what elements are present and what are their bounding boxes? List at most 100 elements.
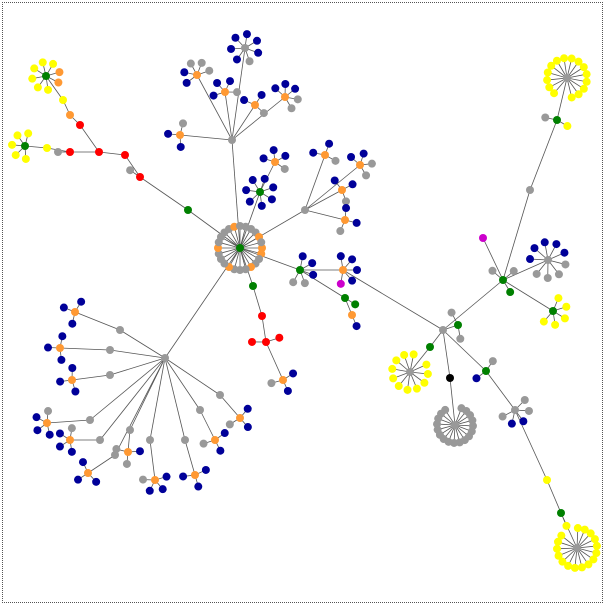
yellow-node[interactable] <box>550 89 559 98</box>
yellow-node[interactable] <box>412 384 421 393</box>
gray-node[interactable] <box>287 104 296 113</box>
blue-node[interactable] <box>352 322 361 331</box>
blue-node[interactable] <box>44 343 53 352</box>
gray-node[interactable] <box>181 436 189 444</box>
blue-node[interactable] <box>74 475 83 484</box>
yellow-node[interactable] <box>420 378 429 387</box>
blue-node[interactable] <box>308 259 317 268</box>
blue-node[interactable] <box>68 364 77 373</box>
yellow-node[interactable] <box>551 320 560 329</box>
gray-node[interactable] <box>362 171 371 180</box>
yellow-node[interactable] <box>43 144 51 152</box>
gray-node[interactable] <box>67 424 76 433</box>
yellow-node[interactable] <box>562 302 571 311</box>
orange-node[interactable] <box>84 469 92 477</box>
gray-node[interactable] <box>199 439 208 448</box>
yellow-node[interactable] <box>564 561 573 570</box>
red-node[interactable] <box>66 148 74 156</box>
blue-node[interactable] <box>348 276 357 285</box>
yellow-node[interactable] <box>582 70 591 79</box>
gray-node[interactable] <box>96 436 104 444</box>
green-node[interactable] <box>341 294 349 302</box>
green-node[interactable] <box>557 509 565 517</box>
gray-node[interactable] <box>498 412 507 421</box>
gray-node[interactable] <box>245 57 254 66</box>
green-node[interactable] <box>351 300 360 309</box>
yellow-node[interactable] <box>13 131 22 140</box>
gray-node[interactable] <box>257 238 266 247</box>
yellow-node[interactable] <box>423 369 432 378</box>
red-node[interactable] <box>76 121 84 129</box>
blue-node[interactable] <box>33 426 42 435</box>
blue-node[interactable] <box>67 447 76 456</box>
yellow-node[interactable] <box>552 56 561 65</box>
yellow-node[interactable] <box>553 537 562 546</box>
blue-node[interactable] <box>342 204 351 213</box>
blue-node[interactable] <box>226 77 235 86</box>
black-node[interactable] <box>446 374 454 382</box>
blue-node[interactable] <box>242 30 251 39</box>
yellow-node[interactable] <box>586 529 595 538</box>
green-node[interactable] <box>184 206 192 214</box>
orange-node[interactable] <box>191 471 199 479</box>
blue-node[interactable] <box>348 255 357 264</box>
yellow-node[interactable] <box>543 476 551 484</box>
gray-node[interactable] <box>447 308 456 317</box>
blue-node[interactable] <box>232 55 241 64</box>
blue-node[interactable] <box>269 183 278 192</box>
blue-node[interactable] <box>353 266 361 274</box>
gray-node[interactable] <box>488 266 497 275</box>
yellow-node[interactable] <box>592 541 601 550</box>
blue-node[interactable] <box>77 297 86 306</box>
orange-node[interactable] <box>56 344 64 352</box>
blue-node[interactable] <box>325 139 334 148</box>
blue-node[interactable] <box>240 96 249 105</box>
magenta-node[interactable] <box>479 234 487 242</box>
gray-node[interactable] <box>456 334 465 343</box>
green-node[interactable] <box>499 276 507 284</box>
gray-node[interactable] <box>511 406 519 414</box>
blue-node[interactable] <box>526 255 535 264</box>
orange-node[interactable] <box>43 419 51 427</box>
yellow-node[interactable] <box>59 96 67 104</box>
gray-node[interactable] <box>561 260 570 269</box>
gray-node[interactable] <box>439 326 447 334</box>
gray-node[interactable] <box>179 119 188 128</box>
yellow-node[interactable] <box>543 68 552 77</box>
gray-node[interactable] <box>341 197 350 206</box>
blue-node[interactable] <box>269 146 278 155</box>
blue-node[interactable] <box>164 129 173 138</box>
green-node[interactable] <box>296 266 304 274</box>
gray-node[interactable] <box>197 58 206 67</box>
orange-node[interactable] <box>66 436 74 444</box>
gray-node[interactable] <box>441 405 450 414</box>
blue-node[interactable] <box>158 485 167 494</box>
blue-node[interactable] <box>58 332 67 341</box>
orange-node[interactable] <box>321 151 329 159</box>
gray-node[interactable] <box>146 436 154 444</box>
blue-node[interactable] <box>242 186 251 195</box>
red-node[interactable] <box>262 338 270 346</box>
orange-node[interactable] <box>176 131 184 139</box>
orange-node[interactable] <box>151 476 159 484</box>
orange-node[interactable] <box>66 111 74 119</box>
blue-node[interactable] <box>540 238 549 247</box>
blue-node[interactable] <box>347 153 356 162</box>
yellow-node[interactable] <box>554 294 563 303</box>
yellow-node[interactable] <box>567 54 576 63</box>
gray-node[interactable] <box>543 273 552 282</box>
yellow-node[interactable] <box>547 61 556 70</box>
gray-node[interactable] <box>544 256 552 264</box>
yellow-node[interactable] <box>562 521 571 530</box>
gray-node[interactable] <box>139 475 148 484</box>
yellow-node[interactable] <box>557 531 566 540</box>
orange-node[interactable] <box>236 414 244 422</box>
yellow-node[interactable] <box>553 544 562 553</box>
orange-node[interactable] <box>68 376 76 384</box>
yellow-node[interactable] <box>543 76 552 85</box>
yellow-node[interactable] <box>574 90 583 99</box>
blue-node[interactable] <box>352 218 361 227</box>
green-node[interactable] <box>42 72 50 80</box>
gray-node[interactable] <box>451 421 459 429</box>
yellow-node[interactable] <box>560 54 569 63</box>
